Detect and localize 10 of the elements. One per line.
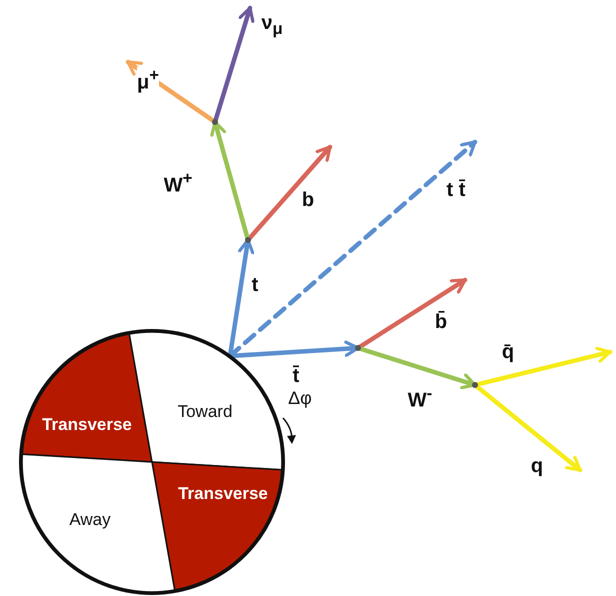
sector bbox=[22, 454, 175, 592]
sector-label: Transverse bbox=[42, 415, 132, 435]
angle-label: Δφ bbox=[288, 389, 312, 409]
sector bbox=[152, 462, 282, 590]
sector bbox=[22, 332, 152, 462]
sector-label: Toward bbox=[178, 402, 232, 422]
edge-label: μ$^{+}$ bbox=[137, 66, 159, 94]
sector-label: Transverse bbox=[178, 484, 268, 504]
region-circle bbox=[22, 332, 282, 592]
sector-label: Away bbox=[69, 510, 111, 530]
